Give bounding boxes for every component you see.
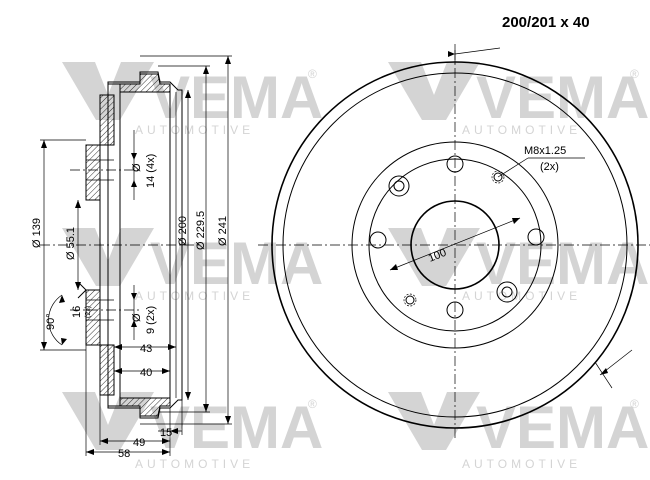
dim-w43: 43 bbox=[140, 343, 152, 355]
drawing-title: 200/201 x 40 bbox=[502, 14, 590, 31]
watermark-br: VEMA AUTOMOTIVE ® bbox=[388, 392, 649, 471]
bolt-hole-left bbox=[369, 231, 387, 249]
watermark-ml: VEMA AUTOMOTIVE bbox=[62, 228, 323, 303]
dim-d200: Ø 200 bbox=[177, 216, 189, 246]
watermark-reg-bl: ® bbox=[308, 397, 321, 411]
watermark-sub-tr: AUTOMOTIVE bbox=[462, 123, 581, 137]
dim-d16: 16 bbox=[71, 306, 83, 318]
thread-hole-bl bbox=[405, 295, 415, 305]
dim-w15: 15 bbox=[160, 427, 172, 439]
watermark-bl: VEMA AUTOMOTIVE ® bbox=[62, 392, 323, 471]
watermark-brand-br: VEMA bbox=[476, 394, 649, 461]
front-view: 100 M8x1.25 (2x) bbox=[258, 44, 650, 440]
watermark-brand-ml: VEMA bbox=[150, 230, 323, 297]
side-view: Ø 139 Ø 55.1 Ø 200 Ø 229.5 Ø 241 Ø 14 (4… bbox=[31, 55, 232, 460]
dim-d139: Ø 139 bbox=[31, 218, 43, 248]
watermark-brand-tl: VEMA bbox=[150, 64, 323, 131]
watermark-sub-bl: AUTOMOTIVE bbox=[135, 457, 254, 471]
dim-hole9-count: 9 (2x) bbox=[145, 306, 157, 334]
stud-hole-br bbox=[496, 281, 518, 303]
dim-hole14: Ø bbox=[131, 163, 143, 172]
dim-w40: 40 bbox=[140, 367, 152, 379]
dim-w58: 58 bbox=[118, 448, 130, 460]
watermark-sub-br: AUTOMOTIVE bbox=[462, 457, 581, 471]
bolt-hole-right bbox=[527, 228, 545, 246]
watermark-sub-ml: AUTOMOTIVE bbox=[135, 289, 254, 303]
watermark-group: VEMA AUTOMOTIVE ® VEMA AUTOMOTIVE ® VEMA… bbox=[62, 62, 649, 471]
dim-d241: Ø 241 bbox=[217, 216, 229, 246]
watermark-reg-tr: ® bbox=[630, 67, 643, 81]
watermark-reg-br: ® bbox=[630, 397, 643, 411]
dim-d16-count: (2x) bbox=[85, 306, 92, 318]
bolt-hole-bottom bbox=[446, 301, 464, 319]
thread-hole-tr bbox=[493, 172, 503, 182]
dim-thread-count: (2x) bbox=[540, 161, 559, 173]
dim-angle90: 90° bbox=[45, 313, 57, 330]
dim-hole9: Ø bbox=[131, 313, 143, 322]
watermark-reg-tl: ® bbox=[308, 67, 321, 81]
dim-d229: Ø 229.5 bbox=[195, 211, 207, 250]
bolt-hole-top bbox=[446, 155, 464, 173]
watermark-mr: VEMA AUTOMOTIVE bbox=[388, 228, 649, 303]
stud-hole-tl bbox=[388, 175, 410, 197]
watermark-tl: VEMA AUTOMOTIVE ® bbox=[62, 62, 323, 137]
watermark-sub-tl: AUTOMOTIVE bbox=[135, 123, 254, 137]
watermark-brand-mr: VEMA bbox=[476, 230, 649, 297]
watermark-brand-bl: VEMA bbox=[150, 394, 323, 461]
dim-thread: M8x1.25 bbox=[524, 145, 566, 157]
watermark-sub-mr: AUTOMOTIVE bbox=[462, 289, 581, 303]
dim-d55: Ø 55.1 bbox=[65, 227, 77, 260]
dim-w49: 49 bbox=[133, 437, 145, 449]
dim-hole14-count: 14 (4x) bbox=[145, 154, 157, 188]
